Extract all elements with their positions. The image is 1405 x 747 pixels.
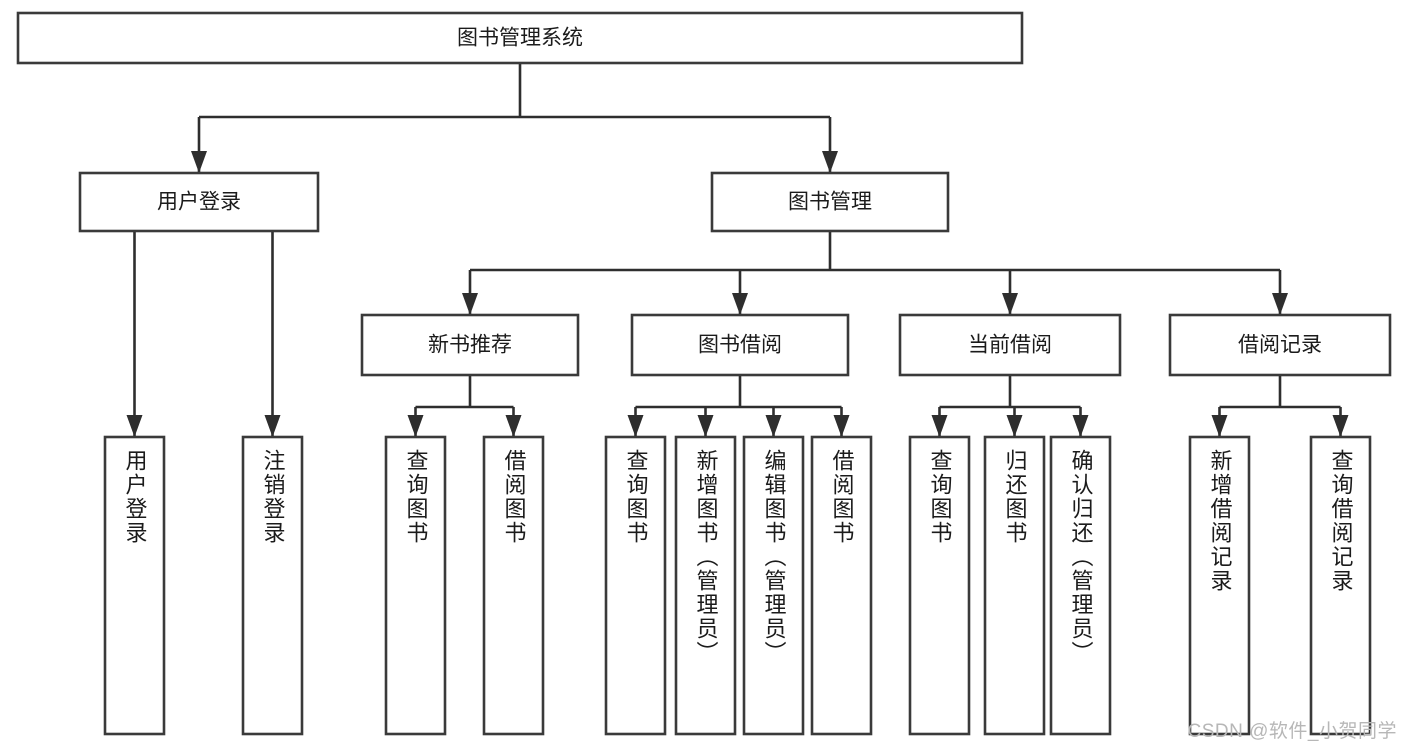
node-box-leaf-confirm-return[interactable]: [1049, 435, 1112, 736]
arrow-head-icon: [264, 415, 281, 437]
node-box-leaf-borrow-book-2[interactable]: [810, 435, 873, 736]
node-box-book-borrow[interactable]: [630, 313, 850, 377]
node-box-leaf-edit-book[interactable]: [742, 435, 805, 736]
node-box-leaf-logout[interactable]: [241, 435, 304, 736]
arrow-head-icon: [407, 415, 424, 437]
box-layer: [16, 11, 1392, 736]
arrow-head-icon: [732, 293, 748, 315]
node-label-book-manage: 图书管理: [788, 191, 872, 214]
node-box-book-manage[interactable]: [710, 171, 950, 233]
arrow-head-icon: [1332, 415, 1349, 437]
arrow-head-icon: [1002, 293, 1018, 315]
arrow-head-icon: [833, 415, 850, 437]
node-box-root[interactable]: [16, 11, 1024, 65]
arrow-head-icon: [191, 151, 207, 173]
node-box-user-login[interactable]: [78, 171, 320, 233]
arrow-head-icon: [1072, 415, 1089, 437]
arrow-head-icon: [505, 415, 522, 437]
arrow-head-icon: [1211, 415, 1228, 437]
node-box-leaf-add-book[interactable]: [674, 435, 737, 736]
node-box-leaf-query-book-3[interactable]: [908, 435, 971, 736]
arrow-head-icon: [822, 151, 838, 173]
node-box-leaf-return-book[interactable]: [983, 435, 1046, 736]
arrow-head-icon: [1006, 415, 1023, 437]
connector-layer: [126, 63, 1349, 437]
node-box-leaf-query-book-1[interactable]: [384, 435, 447, 736]
node-box-leaf-add-record[interactable]: [1188, 435, 1251, 736]
node-label-user-login: 用户登录: [157, 191, 241, 214]
node-box-leaf-query-record[interactable]: [1309, 435, 1372, 736]
node-box-leaf-borrow-book-1[interactable]: [482, 435, 545, 736]
node-label-root: 图书管理系统: [457, 27, 583, 50]
node-label-current-borrow: 当前借阅: [968, 334, 1052, 357]
node-label-borrow-record: 借阅记录: [1238, 334, 1322, 357]
node-box-leaf-user-login[interactable]: [103, 435, 166, 736]
node-box-borrow-record[interactable]: [1168, 313, 1392, 377]
node-label-book-borrow: 图书借阅: [698, 334, 782, 357]
arrow-head-icon: [1272, 293, 1288, 315]
node-label-new-book-recommend: 新书推荐: [428, 334, 512, 357]
arrow-head-icon: [627, 415, 644, 437]
arrow-head-icon: [462, 293, 478, 315]
node-box-current-borrow[interactable]: [898, 313, 1122, 377]
arrow-head-icon: [931, 415, 948, 437]
arrow-head-icon: [697, 415, 714, 437]
node-box-new-book-recommend[interactable]: [360, 313, 580, 377]
node-box-leaf-query-book-2[interactable]: [604, 435, 667, 736]
arrow-head-icon: [765, 415, 782, 437]
arrow-head-icon: [126, 415, 143, 437]
